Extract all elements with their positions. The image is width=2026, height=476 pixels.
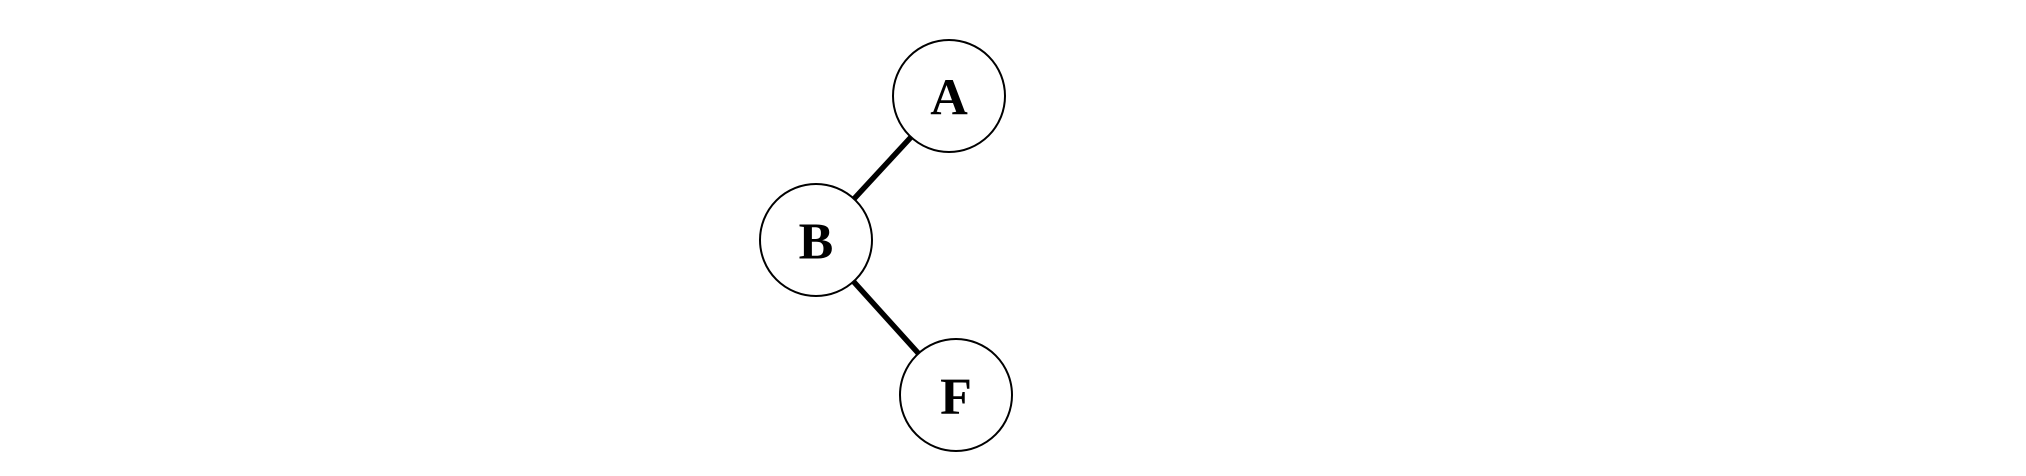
node-F: F	[899, 338, 1013, 452]
node-label-B: B	[799, 214, 834, 271]
node-A: A	[892, 39, 1006, 153]
node-label-A: A	[930, 70, 968, 127]
node-circle-A	[892, 39, 1006, 153]
node-B: B	[759, 183, 873, 297]
node-label-F: F	[940, 369, 972, 426]
node-circle-B	[759, 183, 873, 297]
node-circle-F	[899, 338, 1013, 452]
